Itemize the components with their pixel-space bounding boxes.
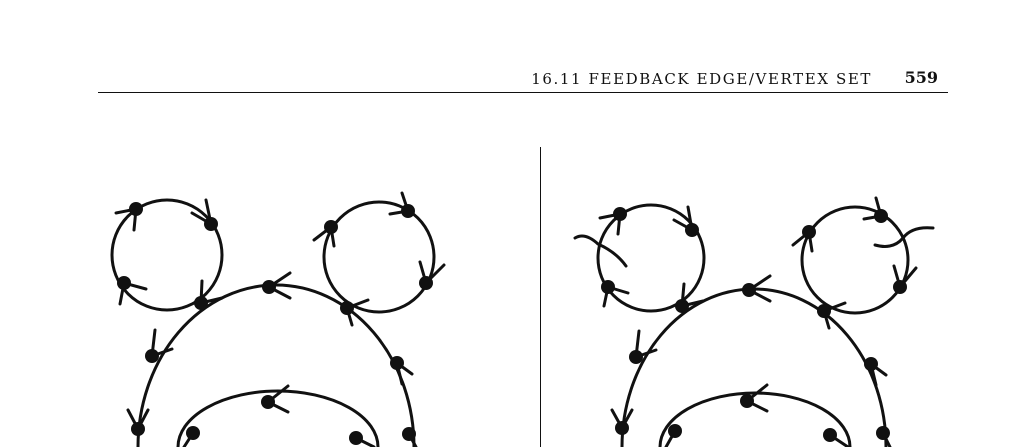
graph-vertex xyxy=(419,276,433,290)
left-small-cycle-1 xyxy=(110,198,224,312)
graph-vertex xyxy=(131,422,145,436)
graph-vertex xyxy=(402,427,416,441)
graph-vertex xyxy=(675,299,689,313)
right-graph xyxy=(573,196,935,447)
graph-vertex xyxy=(613,207,627,221)
right-inner-arc xyxy=(658,391,852,447)
figure-divider xyxy=(540,147,541,447)
graph-vertex xyxy=(349,431,363,445)
graph-vertex xyxy=(186,426,200,440)
graph-vertex xyxy=(817,304,831,318)
graph-vertex xyxy=(823,428,837,442)
graph-vertex xyxy=(685,223,699,237)
graph-vertex xyxy=(668,424,682,438)
graph-vertex xyxy=(615,421,629,435)
graph-vertex xyxy=(324,220,338,234)
graph-vertex xyxy=(876,426,890,440)
graph-vertex xyxy=(340,301,354,315)
graph-vertex xyxy=(129,202,143,216)
left-inner-arc xyxy=(176,389,380,447)
graph-vertex xyxy=(204,217,218,231)
graph-vertex xyxy=(145,349,159,363)
section-title: 16.11 FEEDBACK EDGE/VERTEX SET xyxy=(531,70,872,88)
graph-vertex xyxy=(802,225,816,239)
left-small-cycle-2 xyxy=(322,200,436,314)
graph-vertex xyxy=(601,280,615,294)
graph-vertex xyxy=(893,280,907,294)
running-head: 16.11 FEEDBACK EDGE/VERTEX SET 559 xyxy=(98,66,948,93)
graph-vertex xyxy=(262,280,276,294)
right-small-cycle-2 xyxy=(800,205,910,315)
graph-vertex xyxy=(864,357,878,371)
removed-edge-mark xyxy=(573,234,628,268)
graph-vertex xyxy=(261,395,275,409)
graph-vertex xyxy=(874,209,888,223)
graph-vertex xyxy=(740,394,754,408)
left-graph xyxy=(110,191,446,447)
page-number: 559 xyxy=(904,68,938,87)
removed-edge-mark xyxy=(873,226,935,248)
graph-vertex xyxy=(117,276,131,290)
graph-vertex xyxy=(742,283,756,297)
graph-vertex xyxy=(401,204,415,218)
graph-vertex xyxy=(390,356,404,370)
right-small-cycle-1 xyxy=(596,203,706,313)
graph-vertex xyxy=(194,296,208,310)
graph-vertex xyxy=(629,350,643,364)
